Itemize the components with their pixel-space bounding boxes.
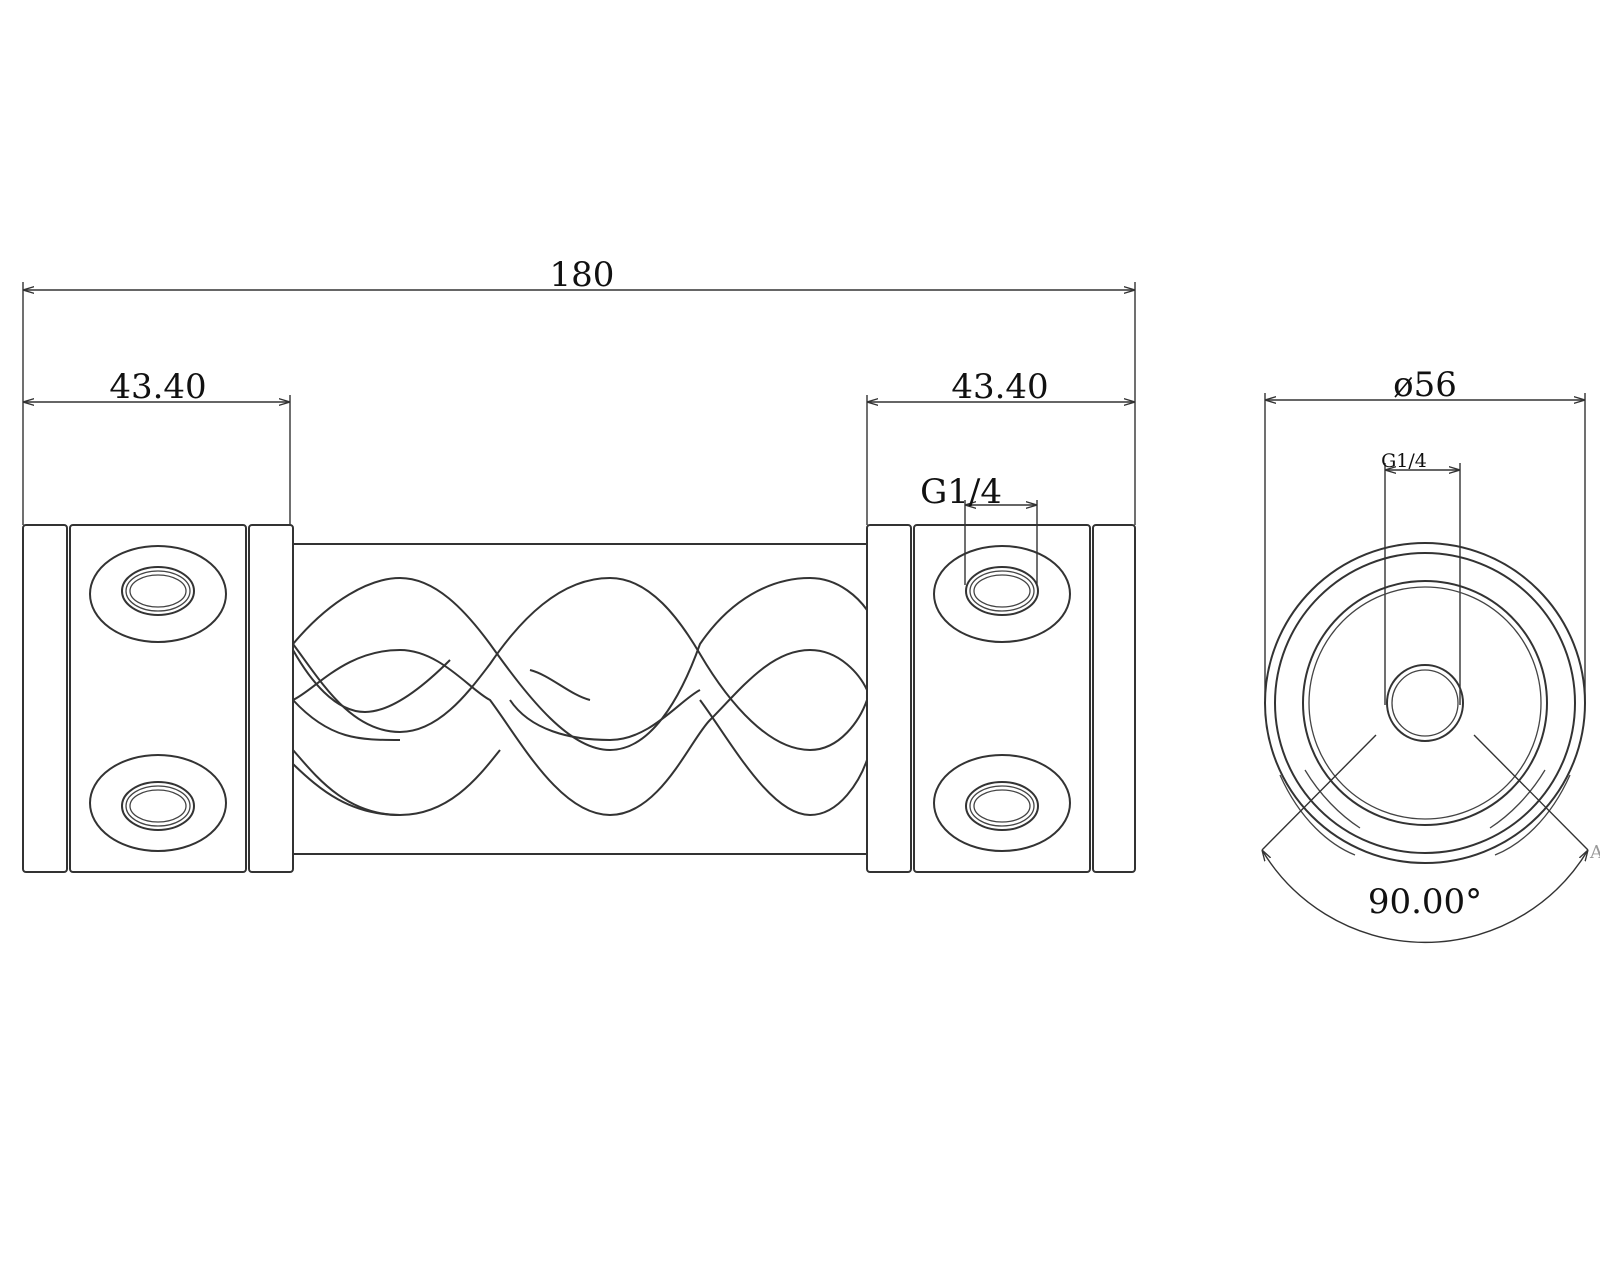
thread-side-label: G1/4 [920, 472, 1002, 512]
dimension-left-block: 43.40 [23, 367, 291, 525]
end-view-circles [1264, 542, 1586, 864]
angle-label: 90.00° [1368, 882, 1482, 922]
diameter-label: ø56 [1393, 365, 1457, 405]
dimension-overall-length: 180 [22, 255, 1136, 525]
left-end-block [22, 524, 294, 873]
dimension-thread-side: G1/4 [920, 472, 1038, 585]
dimension-diameter: ø56 [1264, 365, 1586, 700]
port-right-bottom [933, 754, 1071, 852]
right-block-length-label: 43.40 [951, 367, 1048, 407]
dimension-right-block: 43.40 [866, 367, 1135, 525]
dimension-angle: 90.00° A [1262, 734, 1600, 943]
port-right-top [933, 545, 1071, 643]
dimension-thread-end: G1/4 [1381, 450, 1461, 705]
side-view [22, 524, 1136, 873]
overall-length-label: 180 [550, 255, 615, 295]
left-block-length-label: 43.40 [109, 367, 206, 407]
end-view: ø56 G1/4 90.00° A [1262, 365, 1600, 943]
center-tube [292, 543, 868, 855]
braid-pattern [292, 576, 868, 817]
port-left-top [89, 545, 227, 643]
thread-end-label: G1/4 [1381, 450, 1427, 472]
right-end-block [866, 524, 1136, 873]
corner-marker: A [1589, 842, 1600, 863]
port-left-bottom [89, 754, 227, 852]
